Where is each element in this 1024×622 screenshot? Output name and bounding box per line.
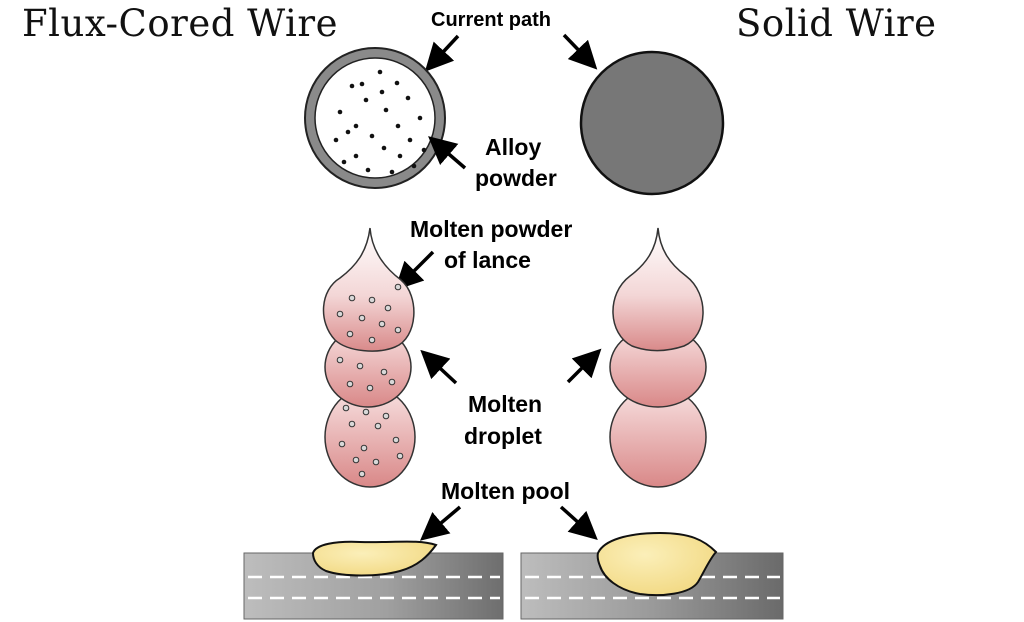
powder-particle-icon — [356, 362, 364, 370]
powder-particle-icon — [396, 452, 404, 460]
molten-pool-shallow — [311, 540, 438, 577]
powder-particle-icon — [388, 378, 396, 386]
powder-particle-icon — [352, 456, 360, 464]
molten-pool-right-arrow-icon — [559, 505, 598, 541]
molten-powder-label-line1: Molten powder — [410, 216, 572, 242]
alloy-powder-arrow-icon — [428, 136, 467, 170]
powder-particle-icon — [338, 440, 346, 448]
current-path-left-arrow-icon — [424, 34, 460, 72]
alloy-powder-particle-icon — [405, 95, 411, 101]
alloy-powder-particle-icon — [345, 129, 351, 135]
powder-particle-icon — [368, 336, 376, 344]
powder-particle-icon — [336, 356, 344, 364]
powder-particle-icon — [366, 384, 374, 392]
powder-particle-icon — [378, 320, 386, 328]
alloy-powder-particle-icon — [381, 145, 387, 151]
alloy-powder-particle-icon — [411, 163, 417, 169]
powder-particle-icon — [360, 444, 368, 452]
powder-particle-icon — [336, 310, 344, 318]
alloy-powder-particle-icon — [333, 137, 339, 143]
powder-particle-icon — [348, 420, 356, 428]
alloy-powder-particle-icon — [397, 153, 403, 159]
alloy-powder-particle-icon — [337, 109, 343, 115]
powder-particle-icon — [372, 458, 380, 466]
alloy-powder-particle-icon — [421, 147, 427, 153]
alloy-powder-particle-icon — [365, 167, 371, 173]
molten-pool-deep — [596, 531, 718, 597]
molten-droplet-left-arrow-icon — [420, 349, 458, 385]
flux-cored-droplet-stack — [322, 227, 416, 488]
alloy-powder-particle-icon — [389, 169, 395, 175]
powder-particle-icon — [346, 380, 354, 388]
powder-particle-icon — [394, 283, 402, 291]
powder-particle-icon — [358, 314, 366, 322]
solid-wire-droplet-stack — [609, 227, 707, 488]
alloy-powder-particle-icon — [394, 80, 400, 86]
powder-particle-icon — [348, 294, 356, 302]
molten-droplet-label-line2: droplet — [464, 423, 542, 449]
alloy-powder-particles — [333, 69, 427, 175]
alloy-powder-particle-icon — [407, 137, 413, 143]
alloy-powder-label-line2: powder — [475, 165, 557, 191]
alloy-powder-particle-icon — [359, 81, 365, 87]
solid-wire-weld-plate — [520, 531, 784, 620]
alloy-powder-particle-icon — [379, 89, 385, 95]
powder-particle-icon — [346, 330, 354, 338]
powder-particle-icon — [358, 470, 366, 478]
alloy-powder-particle-icon — [363, 97, 369, 103]
alloy-powder-particle-icon — [369, 133, 375, 139]
molten-powder-label-line2: of lance — [444, 247, 531, 273]
current-path-label: Current path — [431, 9, 551, 31]
flux-cored-wire-cross-section — [304, 47, 446, 189]
alloy-powder-particle-icon — [395, 123, 401, 129]
powder-particle-icon — [382, 412, 390, 420]
alloy-powder-label-line1: Alloy — [485, 134, 541, 160]
current-path-right-arrow-icon — [562, 33, 598, 70]
alloy-powder-particle-icon — [377, 69, 383, 75]
powder-particle-icon — [380, 368, 388, 376]
powder-particle-icon — [374, 422, 382, 430]
molten-droplet-label-line1: Molten — [468, 391, 542, 417]
alloy-powder-particle-icon — [383, 107, 389, 113]
droplet-top — [612, 227, 704, 352]
alloy-powder-particle-icon — [349, 83, 355, 89]
powder-particle-icon — [342, 404, 350, 412]
solid-wire-cross-section — [579, 50, 725, 196]
flux-cored-weld-plate — [243, 540, 504, 620]
molten-pool-left-arrow-icon — [419, 505, 462, 541]
wire-core — [314, 57, 436, 179]
molten-pool-label: Molten pool — [441, 478, 570, 504]
alloy-powder-particle-icon — [353, 153, 359, 159]
molten-droplet-right-arrow-icon — [566, 348, 602, 384]
powder-particle-icon — [384, 304, 392, 312]
alloy-powder-particle-icon — [341, 159, 347, 165]
alloy-powder-particle-icon — [417, 115, 423, 121]
powder-particle-icon — [368, 296, 376, 304]
alloy-powder-particle-icon — [353, 123, 359, 129]
powder-particle-icon — [392, 436, 400, 444]
flux-cored-wire-title: Flux-Cored Wire — [22, 2, 338, 45]
droplet-top — [322, 227, 415, 352]
molten-powder-particles — [336, 283, 404, 478]
powder-particle-icon — [394, 326, 402, 334]
molten-powder-arrow-icon — [394, 250, 435, 291]
powder-particle-icon — [362, 408, 370, 416]
solid-wire-title: Solid Wire — [736, 2, 937, 45]
